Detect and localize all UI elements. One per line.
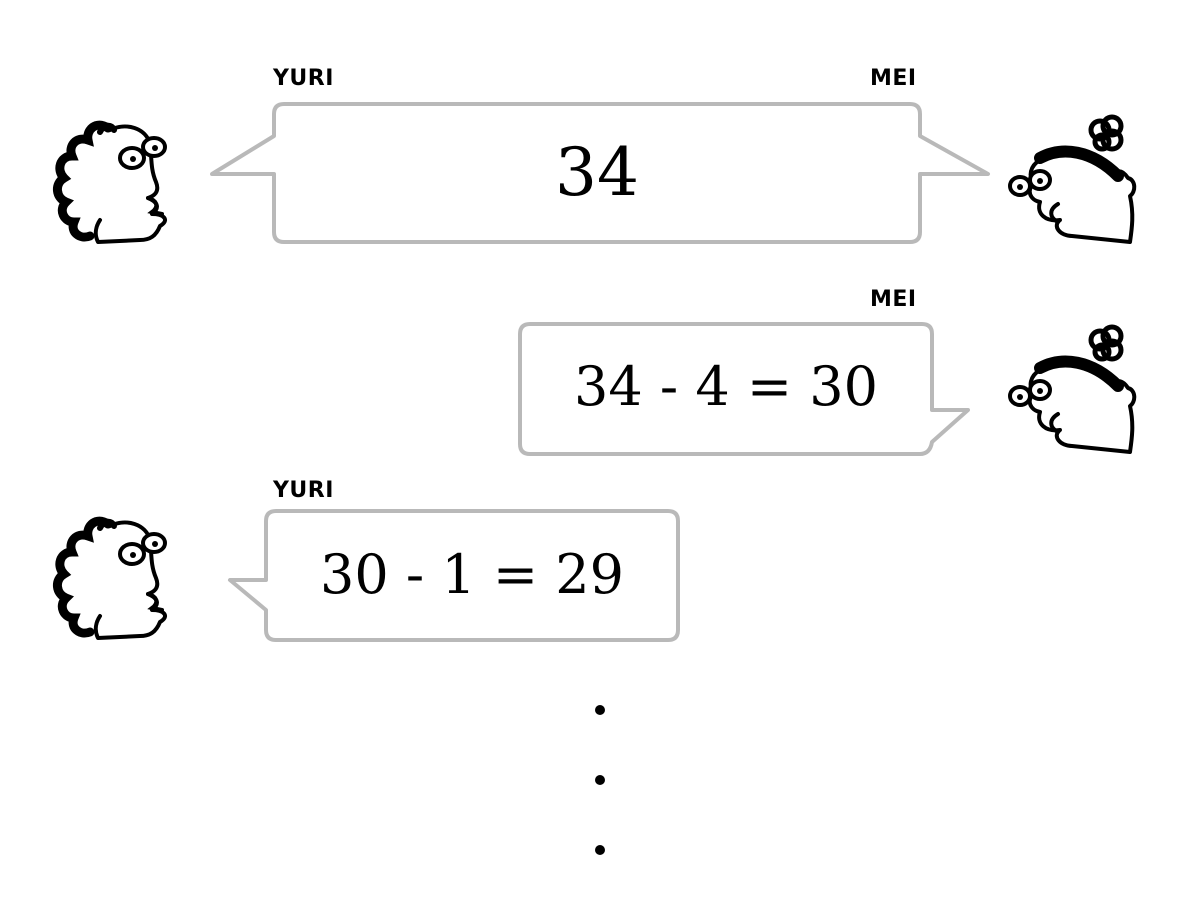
ellipsis-dot: [595, 775, 605, 785]
yuri-character-icon: [57, 125, 165, 242]
bubble-3-text: 30 - 1 = 29: [320, 543, 624, 606]
speaker-label-mei: MEI: [870, 66, 917, 91]
speaker-label-mei: MEI: [870, 287, 917, 312]
speaker-label-yuri: YURI: [273, 478, 334, 503]
bubble-2: [518, 322, 970, 456]
ellipsis-dot: [595, 845, 605, 855]
ellipsis-dot: [595, 705, 605, 715]
bubble-2-text: 34 - 4 = 30: [574, 355, 878, 418]
mei-character-icon: [1010, 327, 1134, 452]
mei-character-icon: [1010, 117, 1134, 242]
bubble-1: [210, 102, 990, 244]
bubble-3: [228, 509, 680, 642]
yuri-character-icon: [57, 521, 165, 638]
speaker-label-yuri: YURI: [273, 66, 334, 91]
bubble-1-text: 34: [555, 134, 639, 211]
